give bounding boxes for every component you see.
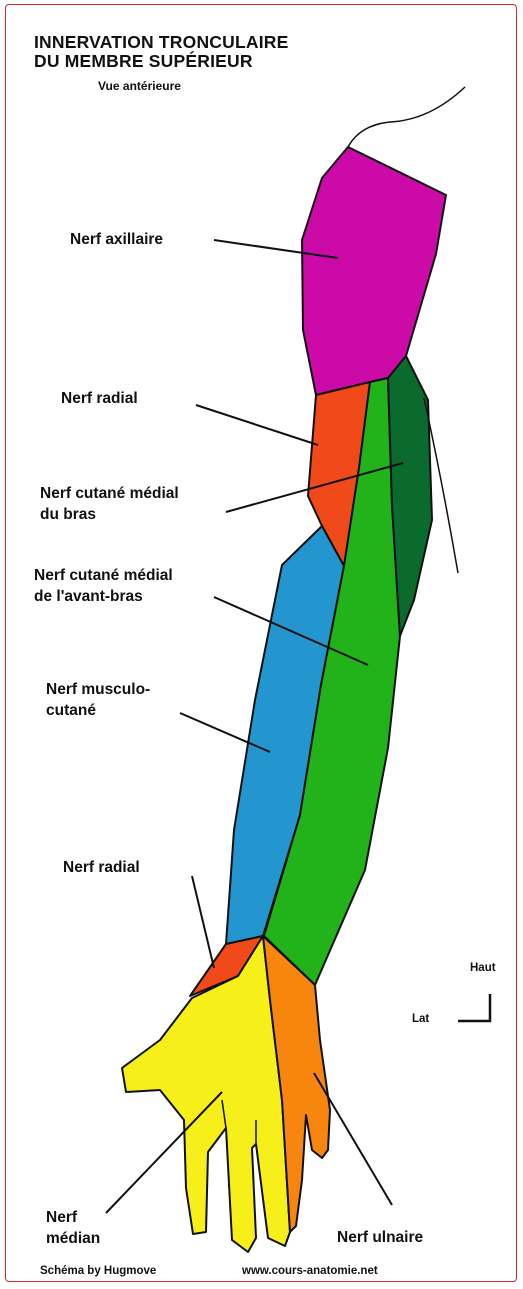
shoulder-contour-line: [348, 87, 465, 147]
label-nerf-musculo-cutane-line-2: cutané: [46, 700, 150, 721]
label-nerf-median-line-2: médian: [46, 1228, 100, 1249]
orientation-axes-icon: [458, 994, 490, 1021]
leader-nerf-radial-bras: [196, 405, 318, 445]
label-nerf-axillaire-line-1: Nerf axillaire: [70, 229, 163, 250]
label-nerf-ulnaire: Nerf ulnaire: [337, 1227, 423, 1248]
label-nerf-cutane-medial-avant-bras-line-2: de l'avant-bras: [34, 586, 173, 607]
region-nerf-axillaire: [302, 147, 446, 395]
orientation-up-label: Haut: [470, 962, 496, 974]
orientation-lateral-label: Lat: [412, 1013, 429, 1025]
label-nerf-median: Nerf médian: [46, 1207, 100, 1249]
label-nerf-axillaire: Nerf axillaire: [70, 229, 163, 250]
label-nerf-cutane-medial-avant-bras-line-1: Nerf cutané médial: [34, 565, 173, 586]
footer-credit: Schéma by Hugmove: [40, 1265, 156, 1277]
label-nerf-musculo-cutane: Nerf musculo- cutané: [46, 679, 150, 721]
footer-website: www.cours-anatomie.net: [242, 1265, 378, 1277]
label-nerf-cutane-medial-avant-bras: Nerf cutané médial de l'avant-bras: [34, 565, 173, 607]
label-nerf-radial-bras: Nerf radial: [61, 388, 138, 409]
label-nerf-cutane-medial-bras: Nerf cutané médial du bras: [40, 483, 179, 525]
label-nerf-median-line-1: Nerf: [46, 1207, 100, 1228]
label-nerf-cutane-medial-bras-line-2: du bras: [40, 504, 179, 525]
leader-nerf-radial-main: [192, 876, 214, 968]
label-nerf-radial-main-line-1: Nerf radial: [63, 857, 140, 878]
label-nerf-ulnaire-line-1: Nerf ulnaire: [337, 1227, 423, 1248]
label-nerf-musculo-cutane-line-1: Nerf musculo-: [46, 679, 150, 700]
label-nerf-radial-bras-line-1: Nerf radial: [61, 388, 138, 409]
label-nerf-radial-main: Nerf radial: [63, 857, 140, 878]
label-nerf-cutane-medial-bras-line-1: Nerf cutané médial: [40, 483, 179, 504]
